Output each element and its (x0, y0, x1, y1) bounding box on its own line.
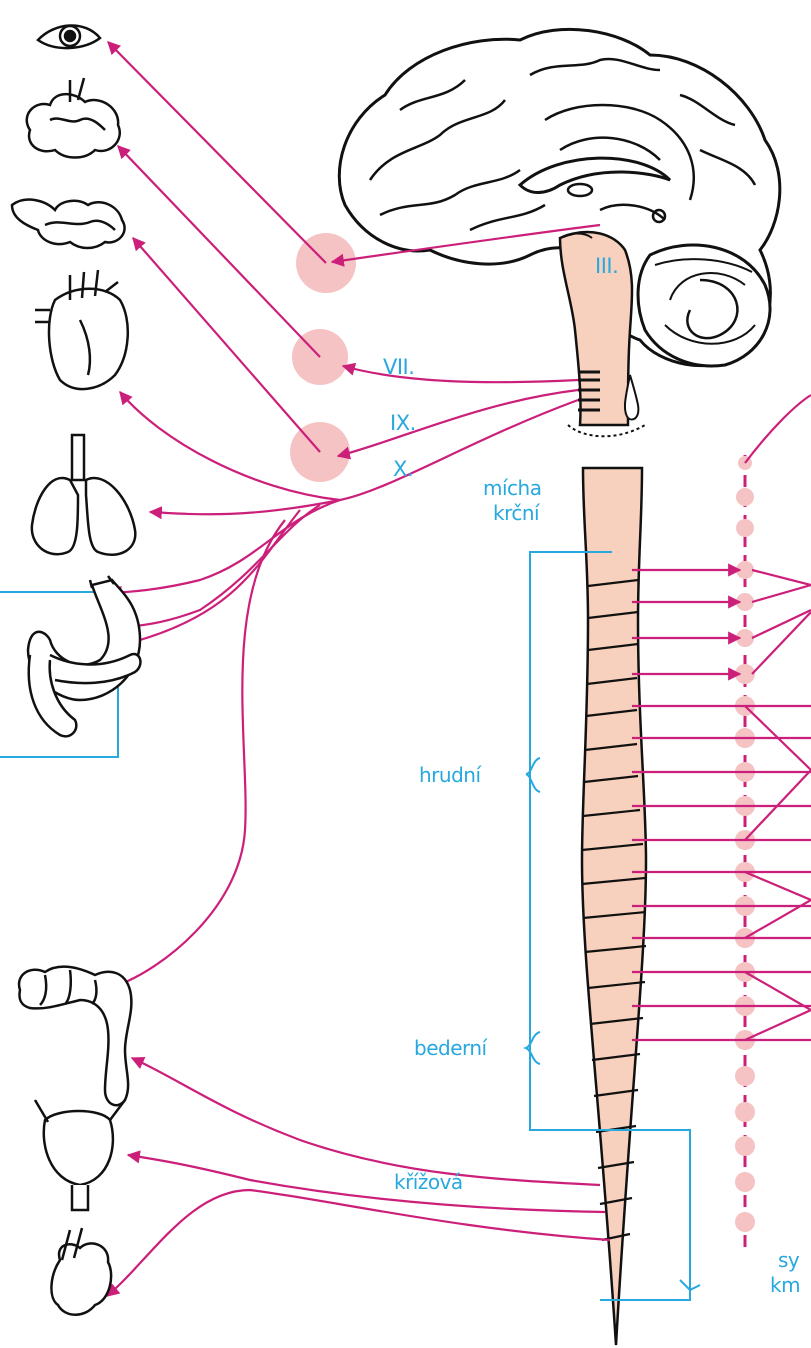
sympathetic-chain-label-1: sy (778, 1250, 799, 1270)
region-label-thoracic: hrudní (419, 765, 481, 785)
region-label-sacral: křížová (394, 1172, 463, 1192)
nerve-label-vii: VII. (383, 357, 414, 378)
nerve-label-x: X. (393, 459, 413, 480)
nerve-label-ix: IX. (390, 413, 416, 434)
lungs-icon (32, 435, 135, 555)
nerve-label-iii: III. (595, 256, 618, 277)
sympathetic-fibers (632, 395, 811, 1040)
eye-icon (38, 25, 100, 48)
chain-ganglia (735, 456, 755, 1232)
parasympathetic-ganglia (290, 233, 356, 482)
sympathetic-chain (735, 455, 755, 1250)
parotid-gland-icon (12, 200, 125, 248)
sympathetic-chain-label-2: km (770, 1275, 800, 1295)
heart-icon (35, 270, 128, 389)
bladder-icon (35, 1100, 125, 1210)
salivary-gland-icon (27, 78, 120, 158)
stomach-pancreas-icon (28, 576, 140, 736)
region-label-cervical-2: krční (493, 503, 539, 523)
colon-icon (19, 967, 131, 1105)
region-label-lumbar: bederní (414, 1038, 487, 1058)
genitals-icon (51, 1228, 111, 1315)
region-label-cervical-1: mícha (483, 478, 541, 498)
